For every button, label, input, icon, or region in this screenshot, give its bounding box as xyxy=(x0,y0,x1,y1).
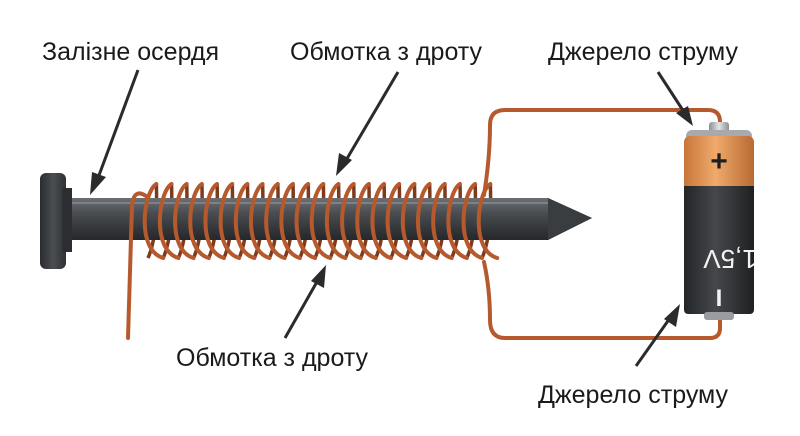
coil-front-turn xyxy=(370,182,393,260)
coil-front-turn xyxy=(309,182,333,260)
coil-front-turn xyxy=(218,182,242,260)
label-iron-core: Залізне осердя xyxy=(42,38,220,66)
coil-front-turn xyxy=(324,182,348,260)
battery-minus-sign: I xyxy=(716,285,723,312)
coil-front-turn xyxy=(249,182,272,260)
coil-front-turn xyxy=(233,182,257,260)
coil-front-turn xyxy=(340,182,363,260)
label-power-source-bottom: Джерело струму xyxy=(538,381,729,409)
coil-front-turn xyxy=(142,182,166,260)
arrow-iron-core xyxy=(90,69,140,195)
circuit-wire xyxy=(482,108,722,340)
pointer-arrows xyxy=(90,69,693,367)
coil-front-turn xyxy=(416,182,439,260)
coil-front-turn xyxy=(294,182,317,260)
label-wire-coil-bottom: Обмотка з дроту xyxy=(176,344,369,372)
coil-front-turn xyxy=(203,182,226,260)
coil-front-turn xyxy=(476,182,500,260)
battery-plus-sign: + xyxy=(710,145,728,178)
coil-front-turns xyxy=(142,182,500,260)
coil-front-turn xyxy=(173,182,196,260)
coil-front-turn xyxy=(431,182,454,260)
coil-front-turn xyxy=(461,182,484,260)
coil-front-turn xyxy=(188,182,211,260)
arrow-source-top xyxy=(656,71,693,126)
label-wire-coil-top: Обмотка з дроту xyxy=(290,38,483,66)
coil-front-turn xyxy=(446,182,469,260)
arrow-coil-bottom xyxy=(283,265,326,339)
coil-front-turn xyxy=(400,182,424,260)
coil-front-turn xyxy=(157,182,181,260)
arrow-source-bottom xyxy=(634,304,680,367)
battery xyxy=(684,122,754,320)
battery-voltage: 1,5V xyxy=(703,244,757,274)
coil-front-turn xyxy=(264,182,287,260)
coil-front-turn xyxy=(279,182,302,260)
coil-lead-wire xyxy=(126,191,148,340)
coil-front-turn xyxy=(385,182,409,260)
arrow-coil-top xyxy=(336,71,400,176)
label-power-source-top: Джерело струму xyxy=(548,38,739,66)
coil-front-turn xyxy=(355,182,378,260)
